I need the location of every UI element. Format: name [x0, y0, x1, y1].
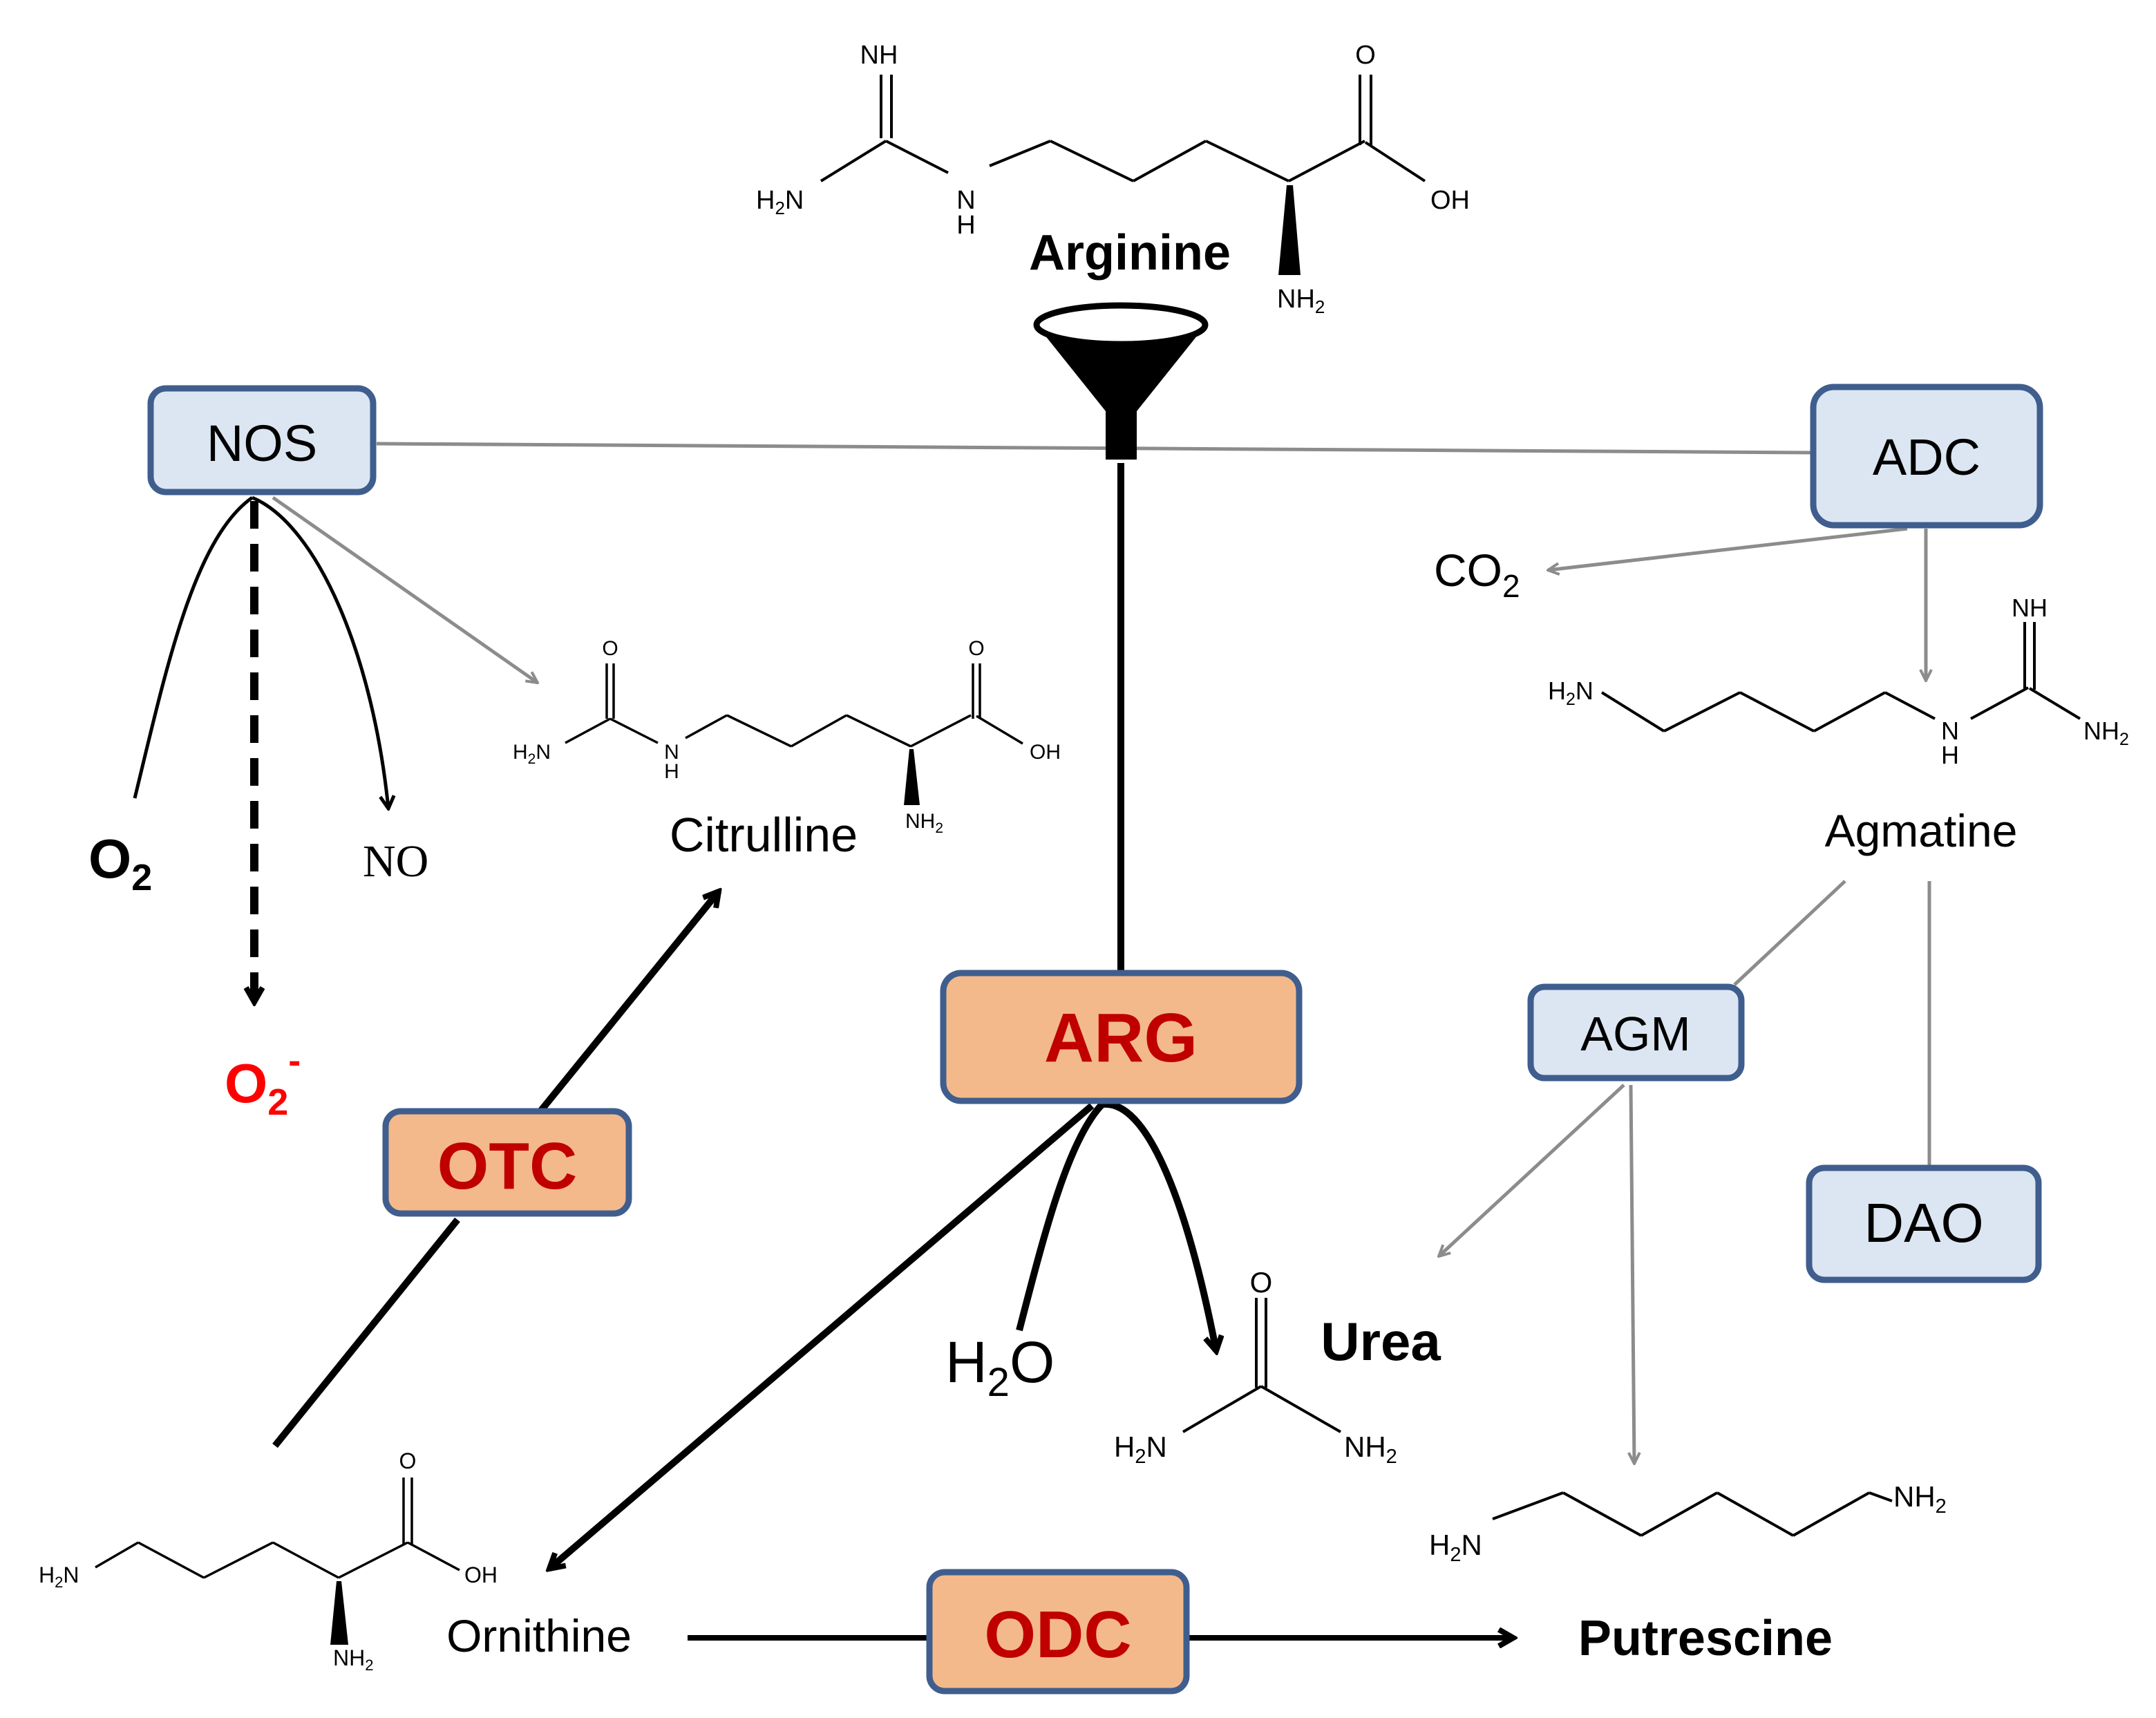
adc-to-co2-arrow [1548, 527, 1908, 570]
agmatine-structure [1600, 622, 2081, 733]
atom-label-h: H [1941, 741, 1959, 769]
nos-box: NOS [147, 385, 377, 495]
putrescine-structure [1492, 1491, 1893, 1537]
h2o-label: H2O [945, 1330, 1055, 1405]
ornithine-label: Ornithine [446, 1610, 632, 1661]
o2-label: O2 [88, 828, 152, 898]
atom-label-nh2: NH2 [905, 810, 943, 836]
arg-box: ARG [940, 970, 1303, 1104]
atom-label-oh: OH [1430, 186, 1470, 215]
agm-box: AGM [1527, 983, 1745, 1082]
atom-label-o: O [602, 637, 618, 660]
arg-label: ARG [1044, 999, 1198, 1077]
adc-label: ADC [1873, 428, 1980, 486]
ornithine-otc-line [272, 1217, 460, 1448]
atom-label-n: N [1941, 717, 1959, 745]
arginine-funnel [1033, 302, 1209, 460]
ornithine-structure [95, 1478, 460, 1645]
atom-label-nh2: NH2 [1344, 1431, 1397, 1468]
dao-label: DAO [1864, 1192, 1983, 1254]
agm-to-urea-arrow [1439, 1084, 1625, 1256]
atom-label-o: O [399, 1448, 417, 1473]
atom-label-h2n: H2N [1548, 677, 1594, 709]
adc-box: ADC [1810, 384, 2043, 529]
agm-to-putrescine-arrow [1631, 1084, 1634, 1464]
odc-box: ODC [926, 1569, 1190, 1695]
nos-to-citrulline-arrow [272, 495, 538, 683]
funnel-rim [1033, 302, 1209, 348]
citrulline-label: Citrulline [670, 808, 858, 862]
nos-to-no-curve [252, 495, 388, 809]
atom-label-oh: OH [464, 1563, 498, 1587]
atom-label-nh2: NH2 [1277, 285, 1325, 317]
h2o-to-arg-curve [1016, 1102, 1105, 1332]
o2-to-nos-curve [133, 495, 254, 799]
nos-adc-line [376, 442, 1815, 455]
agmatine-agm-line [1733, 880, 1846, 986]
atom-label-nh: NH [860, 41, 898, 70]
agmatine-label: Agmatine [1825, 805, 2018, 856]
co2-label: CO2 [1434, 545, 1520, 604]
atom-label-h: H [956, 211, 975, 240]
urea-structure [1182, 1298, 1341, 1433]
atom-label-h: H [664, 760, 679, 783]
otc-label: OTC [437, 1129, 578, 1203]
atom-label-nh2: NH2 [1893, 1480, 1947, 1518]
arginine-label: Arginine [1029, 225, 1231, 281]
atom-label-o: O [1355, 41, 1376, 70]
arg-to-ornithine-arrow [549, 1103, 1095, 1569]
atom-label-o: O [968, 637, 984, 660]
atom-label-h2n: H2N [1429, 1529, 1482, 1566]
atom-label-nh: NH [2012, 594, 2048, 622]
agm-label: AGM [1580, 1007, 1690, 1061]
atom-label-nh2: NH2 [2083, 717, 2129, 749]
atom-label-h2n: H2N [513, 741, 551, 767]
superoxide-label: O2- [225, 1040, 301, 1123]
otc-box: OTC [382, 1108, 632, 1217]
putrescine-label: Putrescine [1578, 1611, 1833, 1666]
atom-label-oh: OH [1030, 741, 1061, 764]
atom-label-nh2: NH2 [333, 1645, 373, 1674]
odc-label: ODC [984, 1598, 1131, 1672]
atom-label-h2n: H2N [1114, 1431, 1167, 1468]
atom-label-n: N [664, 741, 679, 764]
atom-label-o: O [1250, 1266, 1273, 1299]
arginine-structure [820, 75, 1426, 275]
otc-citrulline-arrow [538, 891, 719, 1114]
urea-label: Urea [1321, 1311, 1441, 1372]
atom-label-n: N [956, 186, 975, 215]
pathway-lines [133, 442, 1929, 1638]
atom-label-h2n: H2N [756, 186, 804, 218]
no-label: NO [363, 836, 428, 887]
atom-label-h2n: H2N [39, 1563, 79, 1591]
funnel-body [1037, 325, 1206, 460]
dao-box: DAO [1806, 1164, 2042, 1283]
nos-label: NOS [207, 415, 317, 472]
citrulline-structure [565, 663, 1023, 805]
arg-to-urea-curve [1101, 1100, 1216, 1351]
